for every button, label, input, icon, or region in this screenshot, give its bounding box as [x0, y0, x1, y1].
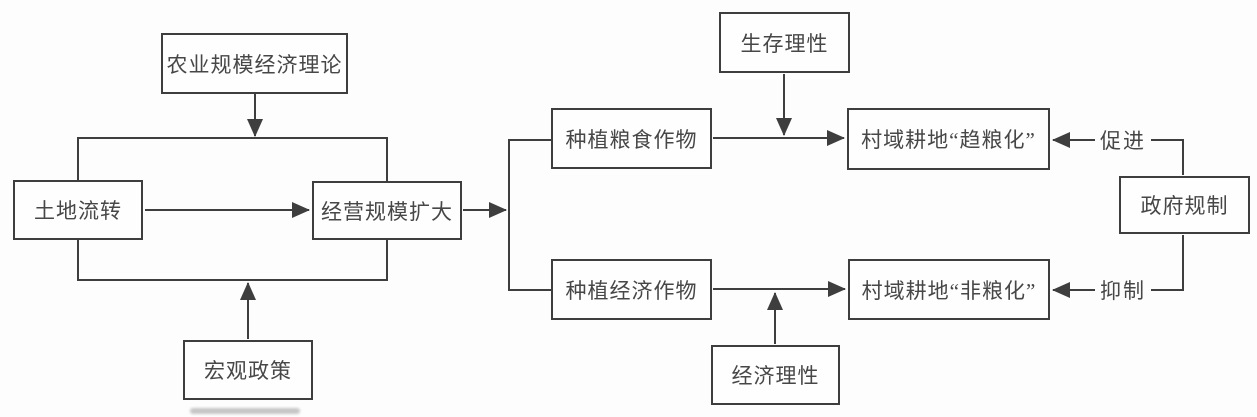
node-operation-scale-expansion: 经营规模扩大	[312, 181, 462, 240]
edge-label-inhibit: 抑制	[1095, 276, 1151, 303]
edge-branch-fork	[508, 139, 552, 291]
node-macro-policy: 宏观政策	[183, 340, 313, 400]
node-government-regulation: 政府规制	[1119, 176, 1250, 234]
node-economic-rationality: 经济理性	[711, 345, 840, 405]
node-plant-grain-crops: 种植粮食作物	[551, 108, 712, 169]
node-survival-rationality: 生存理性	[719, 12, 850, 73]
node-land-transfer: 土地流转	[13, 180, 143, 240]
node-village-farmland-non-grain: 村域耕地“非粮化”	[848, 259, 1050, 320]
node-scale-economy-theory: 农业规模经济理论	[161, 33, 348, 94]
edge-label-promote: 促进	[1095, 126, 1151, 153]
node-plant-cash-crops: 种植经济作物	[551, 259, 712, 320]
node-village-farmland-grain-oriented: 村域耕地“趋粮化”	[847, 108, 1050, 170]
cropped-edge-artifact	[190, 408, 300, 414]
edge-top-bracket	[77, 137, 388, 181]
edge-bottom-bracket	[77, 239, 388, 281]
